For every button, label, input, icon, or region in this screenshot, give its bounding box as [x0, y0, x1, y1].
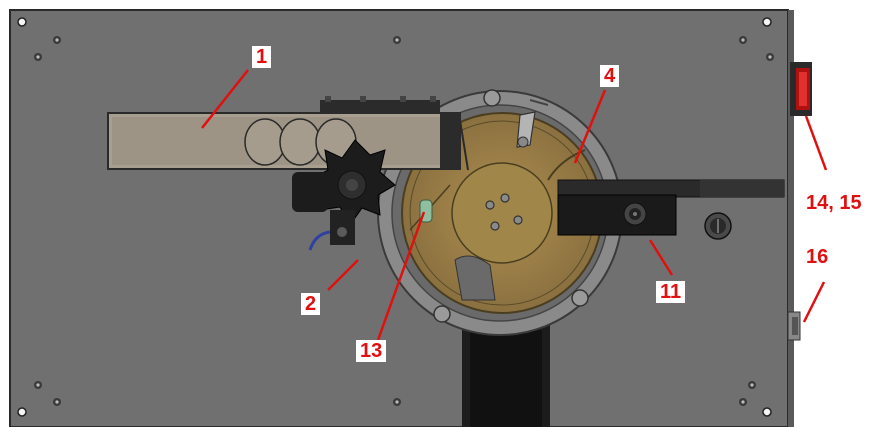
cable-gland [704, 212, 732, 240]
callout-4: 4 [600, 65, 620, 87]
callout-2: 2 [301, 293, 321, 315]
callout-1: 1 [252, 46, 272, 68]
callout-16: 16 [806, 246, 829, 268]
disc-hub [451, 162, 553, 264]
connector-16 [787, 311, 801, 341]
star-knob [309, 139, 396, 226]
blue-hose [308, 230, 331, 251]
callout-13: 13 [356, 340, 387, 362]
panel-side-edge [788, 10, 794, 427]
corner-holes [17, 17, 772, 417]
red-button [790, 62, 812, 116]
callout-11: 11 [656, 281, 686, 303]
callout-14-15: 14, 15 [806, 192, 862, 214]
mounting-screws [34, 36, 774, 406]
bracket-arm-11 [557, 179, 785, 236]
leader-lines [201, 69, 828, 341]
